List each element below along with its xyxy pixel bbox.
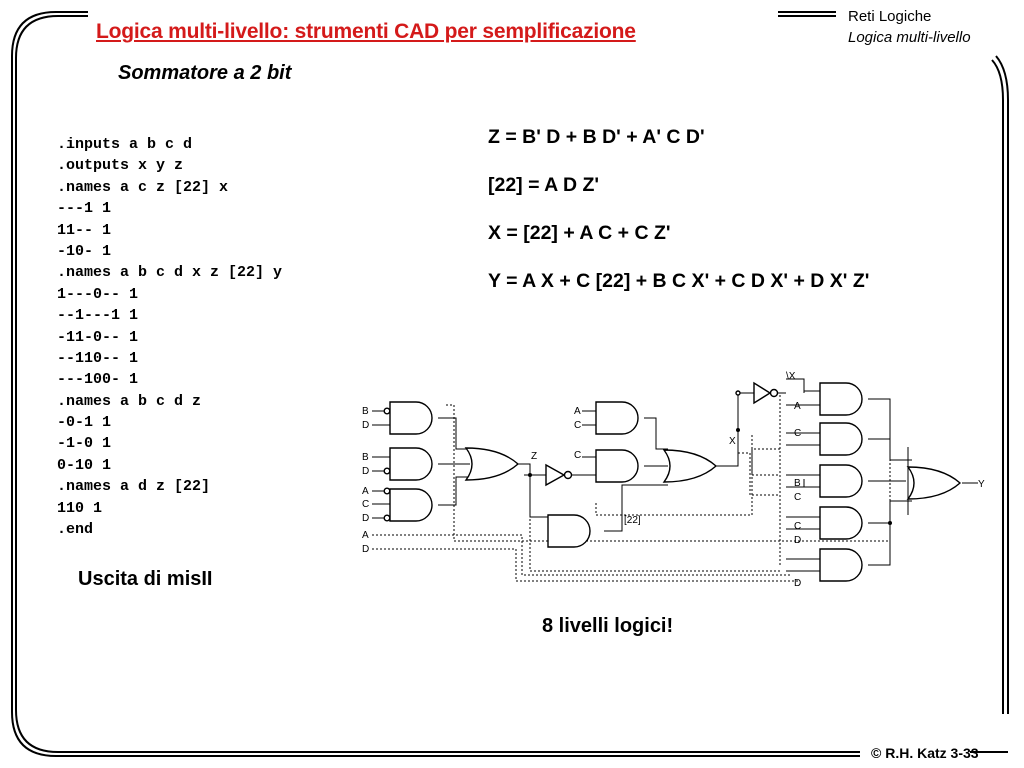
slide-footer: © R.H. Katz 3-33 <box>871 745 979 761</box>
blif-code: .inputs a b c d .outputs x y z .names a c … <box>57 134 282 540</box>
wire-label: C <box>794 521 801 532</box>
equations: Z = B' D + B D' + A' C D' [22] = A D Z' … <box>488 124 869 316</box>
slide-title: Logica multi-livello: strumenti CAD per … <box>96 20 636 43</box>
code-line: -1-0 1 <box>57 435 112 453</box>
input-label: D <box>362 513 369 524</box>
wire-label: A <box>794 401 801 412</box>
code-line: 11-- 1 <box>57 221 112 239</box>
code-line: 0-10 1 <box>57 456 112 474</box>
code-line: -10- 1 <box>57 242 112 260</box>
code-line: 1---0-- 1 <box>57 285 139 303</box>
wire-label: \X <box>786 371 796 382</box>
wire-label: C <box>574 420 581 431</box>
code-line: -0-1 1 <box>57 414 112 432</box>
wire-label: A <box>574 406 581 417</box>
wire-label: D <box>794 535 801 546</box>
code-line: -11-0-- 1 <box>57 328 139 346</box>
wire-label: X <box>729 436 736 447</box>
input-label: B <box>362 452 369 463</box>
code-caption: Uscita di misII <box>78 568 213 590</box>
code-line: --110-- 1 <box>57 349 139 367</box>
input-label: A <box>362 486 369 497</box>
code-line: ---1 1 <box>57 200 112 218</box>
code-line: .outputs x y z <box>57 157 184 175</box>
wire-label: C <box>794 492 801 503</box>
output-label: Y <box>978 479 985 490</box>
code-line: .inputs a b c d <box>57 136 193 153</box>
input-label: D <box>362 466 369 477</box>
equation-22: [22] = A D Z' <box>488 174 600 196</box>
code-line: .names a b c d x z [22] y <box>57 264 283 282</box>
equation-y: Y = A X + C [22] + B C X' + C D X' + D X… <box>488 270 870 292</box>
slide-subtitle: Sommatore a 2 bit <box>118 62 292 84</box>
wire-label: C <box>794 428 801 439</box>
wire-label: [22] <box>624 515 641 526</box>
equation-z: Z = B' D + B D' + A' C D' <box>488 126 705 148</box>
wire-label: B <box>794 478 801 489</box>
course-name: Reti Logiche <box>848 8 932 25</box>
input-label: D <box>362 544 369 555</box>
topic-name: Logica multi-livello <box>848 29 971 46</box>
input-label: B <box>362 406 369 417</box>
equation-x: X = [22] + A C + C Z' <box>488 222 671 244</box>
code-line: .names a c z [22] x <box>57 178 229 196</box>
wire-label: C <box>574 450 581 461</box>
code-line: 110 1 <box>57 499 103 517</box>
levels-caption: 8 livelli logici! <box>542 615 674 637</box>
code-line: ---100- 1 <box>57 371 139 389</box>
logic-circuit-diagram: B D B D A C D A D A C Z C X [22] \X A C … <box>362 371 985 589</box>
code-line: --1---1 1 <box>57 307 139 325</box>
code-line: .end <box>57 521 94 539</box>
code-line: .names a d z [22] <box>57 478 211 496</box>
wire-label: Z <box>531 451 537 462</box>
wire-label: D <box>794 578 801 589</box>
input-label: A <box>362 530 369 541</box>
code-line: .names a b c d z <box>57 392 202 410</box>
input-label: C <box>362 499 369 510</box>
input-label: D <box>362 420 369 431</box>
